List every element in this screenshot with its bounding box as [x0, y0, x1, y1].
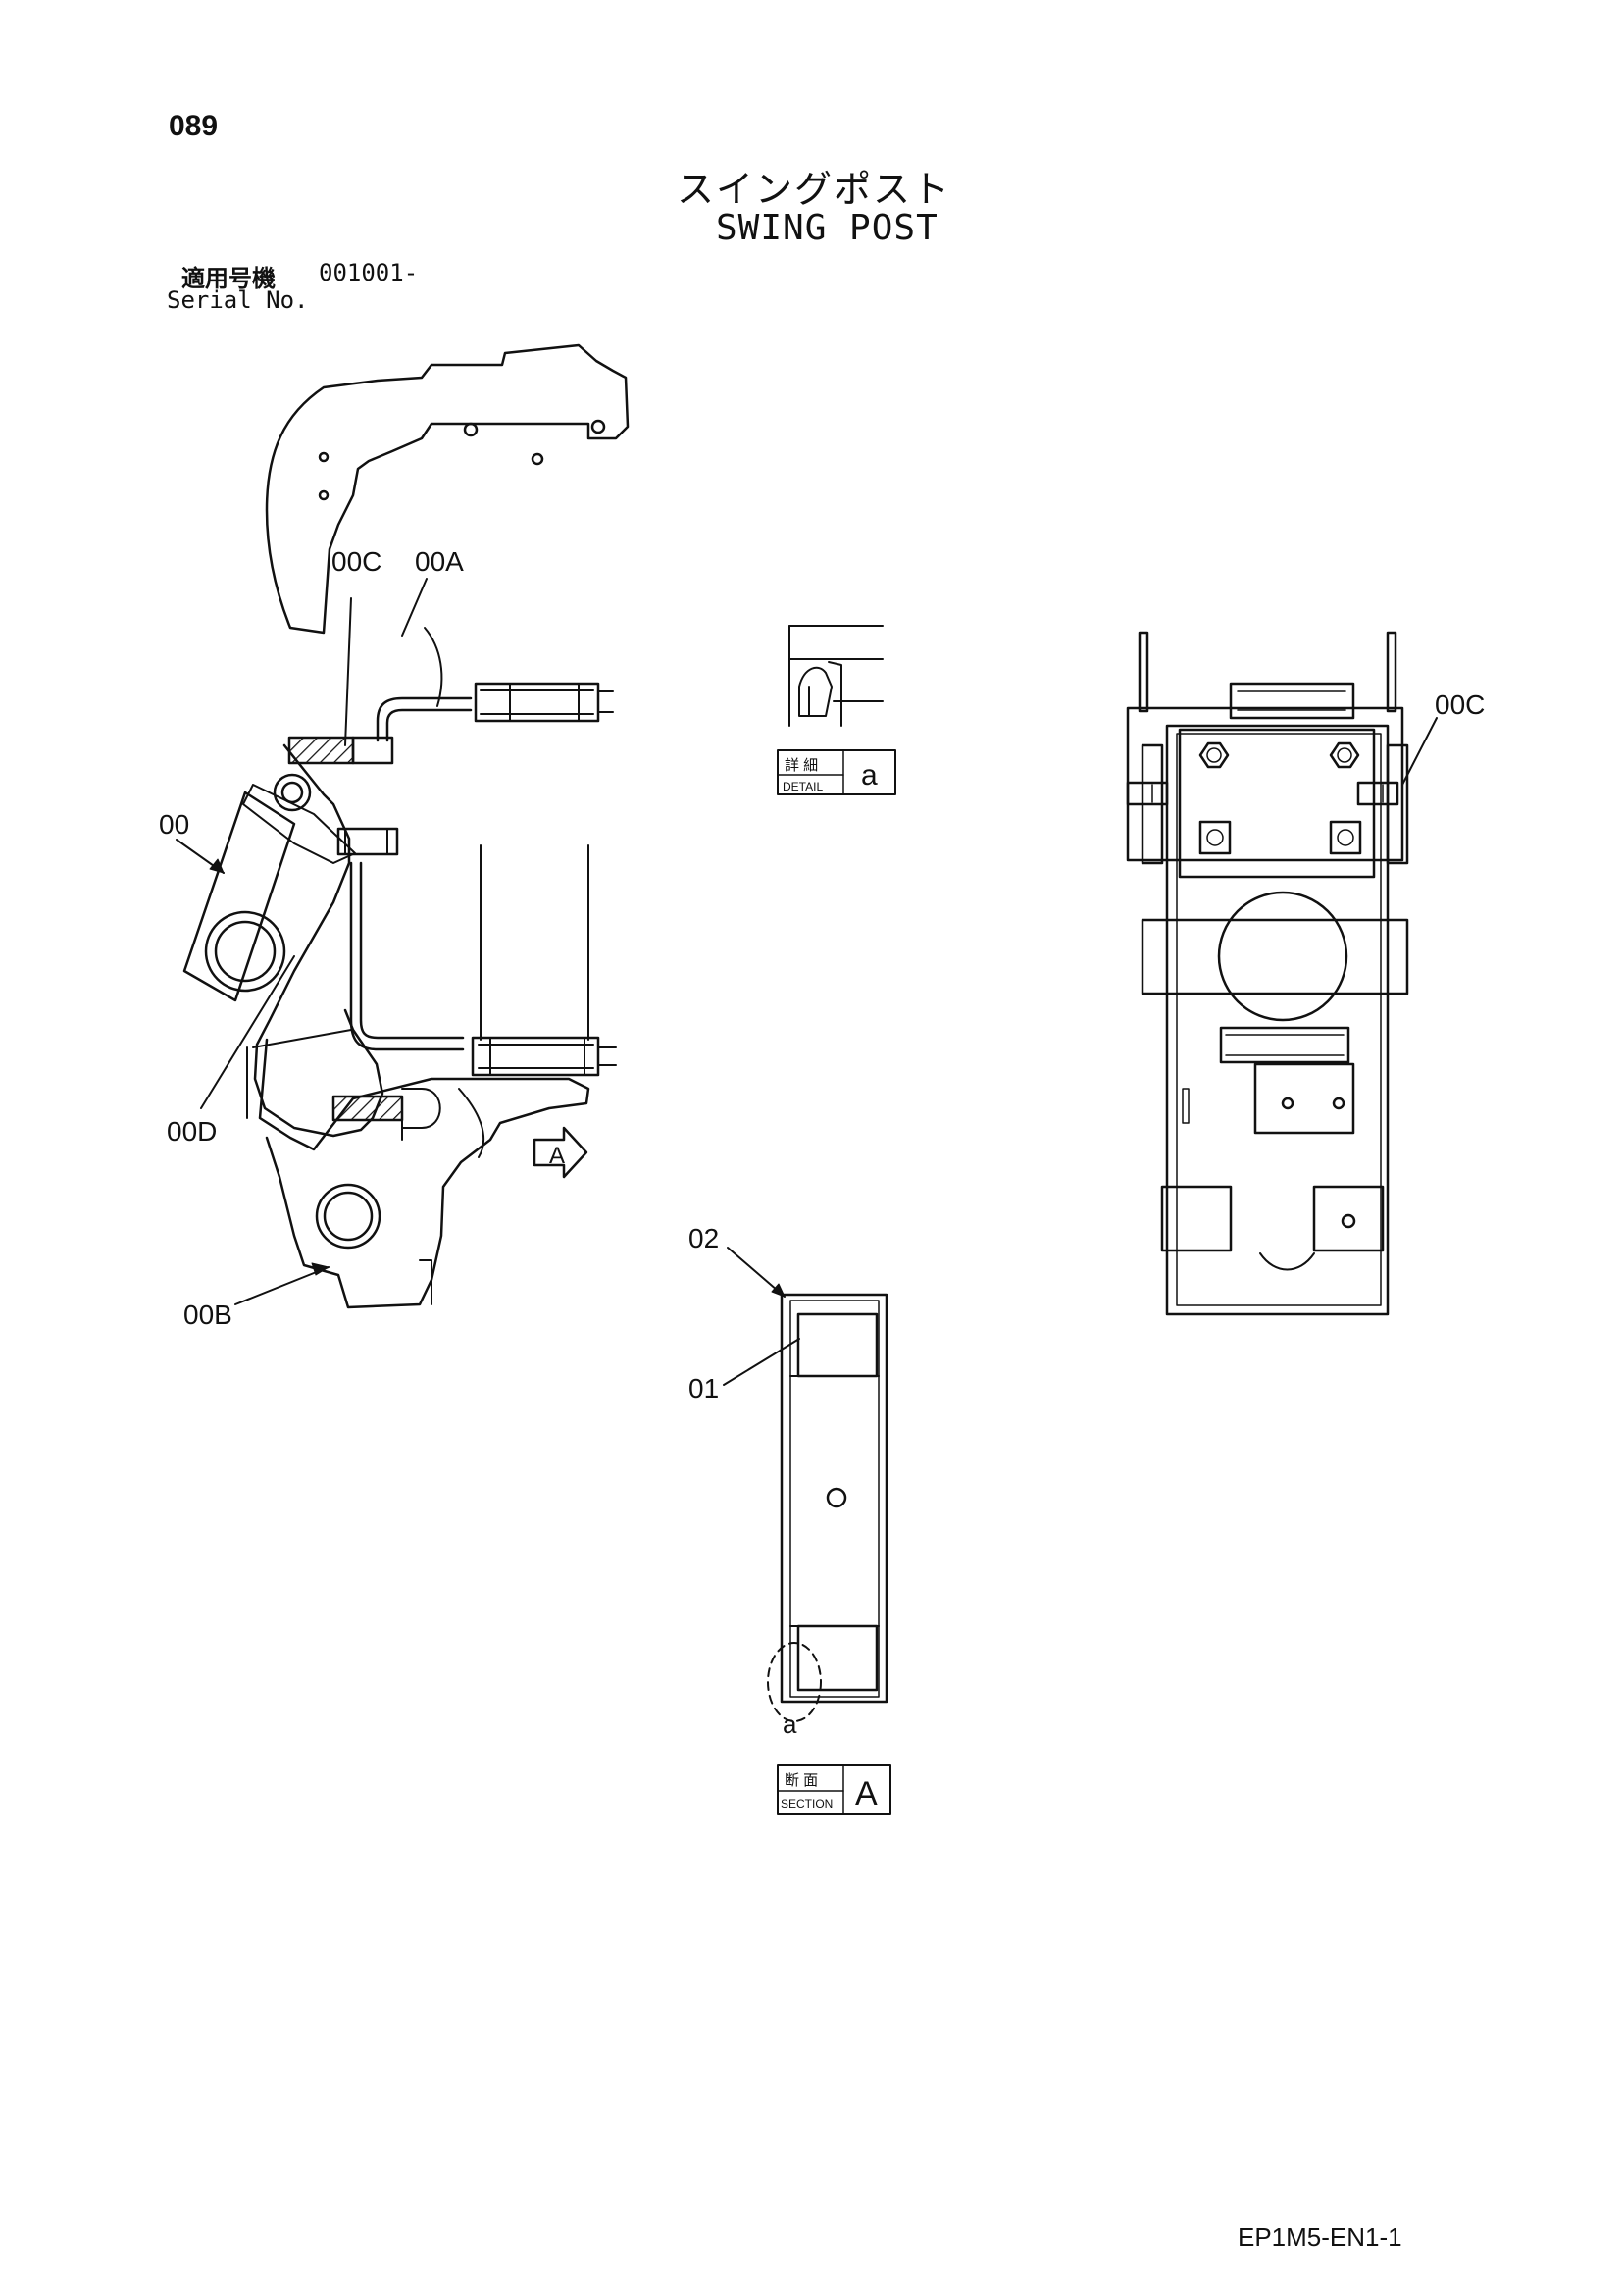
- page-title-japanese: スイングポスト: [677, 168, 952, 211]
- section-hole: [826, 1487, 847, 1508]
- bolt: [351, 736, 394, 765]
- pivot-pin: [280, 781, 304, 804]
- callout-00A: 00A: [415, 546, 464, 577]
- document-code: EP1M5-EN1-1: [1238, 2222, 1402, 2252]
- break-line: [424, 627, 443, 707]
- swing-arm-plate: [242, 784, 356, 864]
- detail-a-marker: [767, 1642, 822, 1722]
- callout-01: 01: [688, 1373, 719, 1403]
- leader-00D: [200, 955, 295, 1109]
- guide-rod: [349, 861, 465, 1051]
- section-arrow-label: A: [549, 1143, 565, 1169]
- hex-nut: [1329, 741, 1360, 769]
- section-label-box: [777, 1764, 891, 1815]
- leader-01: [723, 1338, 800, 1386]
- arm-boss: [204, 910, 286, 993]
- serial-label-english: Serial No.: [167, 286, 309, 314]
- square-nut: [1198, 820, 1232, 855]
- lower-boss: [315, 1183, 381, 1250]
- section-arrow: [533, 1126, 588, 1179]
- guide-rod-upper: [376, 696, 473, 742]
- main-body: [253, 743, 384, 1138]
- front-lower-plate: [1253, 1062, 1355, 1135]
- lug: [1386, 631, 1397, 713]
- front-inner: [1176, 733, 1382, 1306]
- hose-line: [252, 1029, 352, 1048]
- detail-label-jp: 詳 細: [785, 757, 818, 774]
- leader-00C: [344, 597, 352, 746]
- lower-bracket-tab: [419, 1259, 432, 1305]
- square-nut: [1329, 820, 1362, 855]
- detail-a-view: [777, 625, 896, 795]
- front-pin-box: [1219, 1026, 1350, 1064]
- callout-00B: 00B: [183, 1300, 232, 1330]
- callout-02: 02: [688, 1223, 719, 1253]
- detail-label-en: DETAIL: [783, 780, 823, 793]
- bracket-hole: [318, 451, 330, 463]
- front-boss: [1217, 891, 1348, 1022]
- front-clevis: [1312, 1185, 1385, 1252]
- front-view: [1126, 631, 1438, 1316]
- front-top-plate: [1229, 682, 1355, 720]
- hatched-block: [287, 736, 355, 765]
- serial-label-japanese: 適用号機: [181, 265, 276, 292]
- lower-pin-assembly: [471, 1036, 600, 1077]
- lug: [1138, 631, 1149, 713]
- hex-nut: [1198, 741, 1230, 769]
- front-frame: [1165, 724, 1390, 1316]
- callout-00C-right: 00C: [1435, 689, 1485, 720]
- side-view: [176, 343, 630, 1309]
- callout-a: a: [783, 1709, 797, 1739]
- leader-00A: [401, 578, 428, 637]
- front-side-hose: [1182, 1088, 1190, 1124]
- upper-pin-assembly: [474, 682, 600, 723]
- swing-arm: [182, 791, 296, 1002]
- guide-rod-upper: [385, 708, 473, 742]
- bracket-hole: [463, 422, 479, 437]
- break-line: [458, 1088, 485, 1158]
- callout-00: 00: [159, 809, 189, 840]
- upper-bracket: [265, 343, 630, 635]
- guide-rod: [359, 861, 465, 1040]
- front-band: [1141, 918, 1409, 995]
- leader-00C-right: [1401, 717, 1438, 786]
- section-outer: [780, 1293, 888, 1704]
- section-label-ref: A: [855, 1775, 878, 1812]
- section-bushing: [796, 1312, 879, 1378]
- serial-number-value: 001001-: [319, 259, 419, 286]
- callout-00C-top: 00C: [331, 546, 381, 577]
- bracket-hole: [531, 452, 544, 466]
- lower-boss: [323, 1191, 374, 1242]
- detail-label-box: [777, 749, 896, 795]
- bolt: [336, 827, 399, 856]
- callout-00D: 00D: [167, 1116, 217, 1147]
- side-bolt: [1356, 781, 1399, 806]
- section-bushing: [796, 1624, 879, 1692]
- hatched-block: [331, 1095, 404, 1122]
- bracket-hole: [318, 489, 330, 501]
- bracket-hole: [590, 419, 606, 434]
- detail-label-ref: a: [861, 759, 878, 791]
- side-bolt: [1126, 781, 1169, 806]
- leader-00B: [234, 1266, 330, 1305]
- section-label-jp: 断 面: [785, 1772, 818, 1789]
- section-a-view: [723, 1247, 891, 1815]
- page-title-english: SWING POST: [716, 208, 939, 248]
- section-label-en: SECTION: [781, 1797, 833, 1811]
- arm-boss: [214, 920, 277, 983]
- page-number: 089: [169, 110, 219, 142]
- front-clevis: [1160, 1185, 1233, 1252]
- lower-bracket: [258, 1038, 590, 1309]
- pivot-pin: [273, 773, 312, 812]
- shackle: [401, 1088, 441, 1129]
